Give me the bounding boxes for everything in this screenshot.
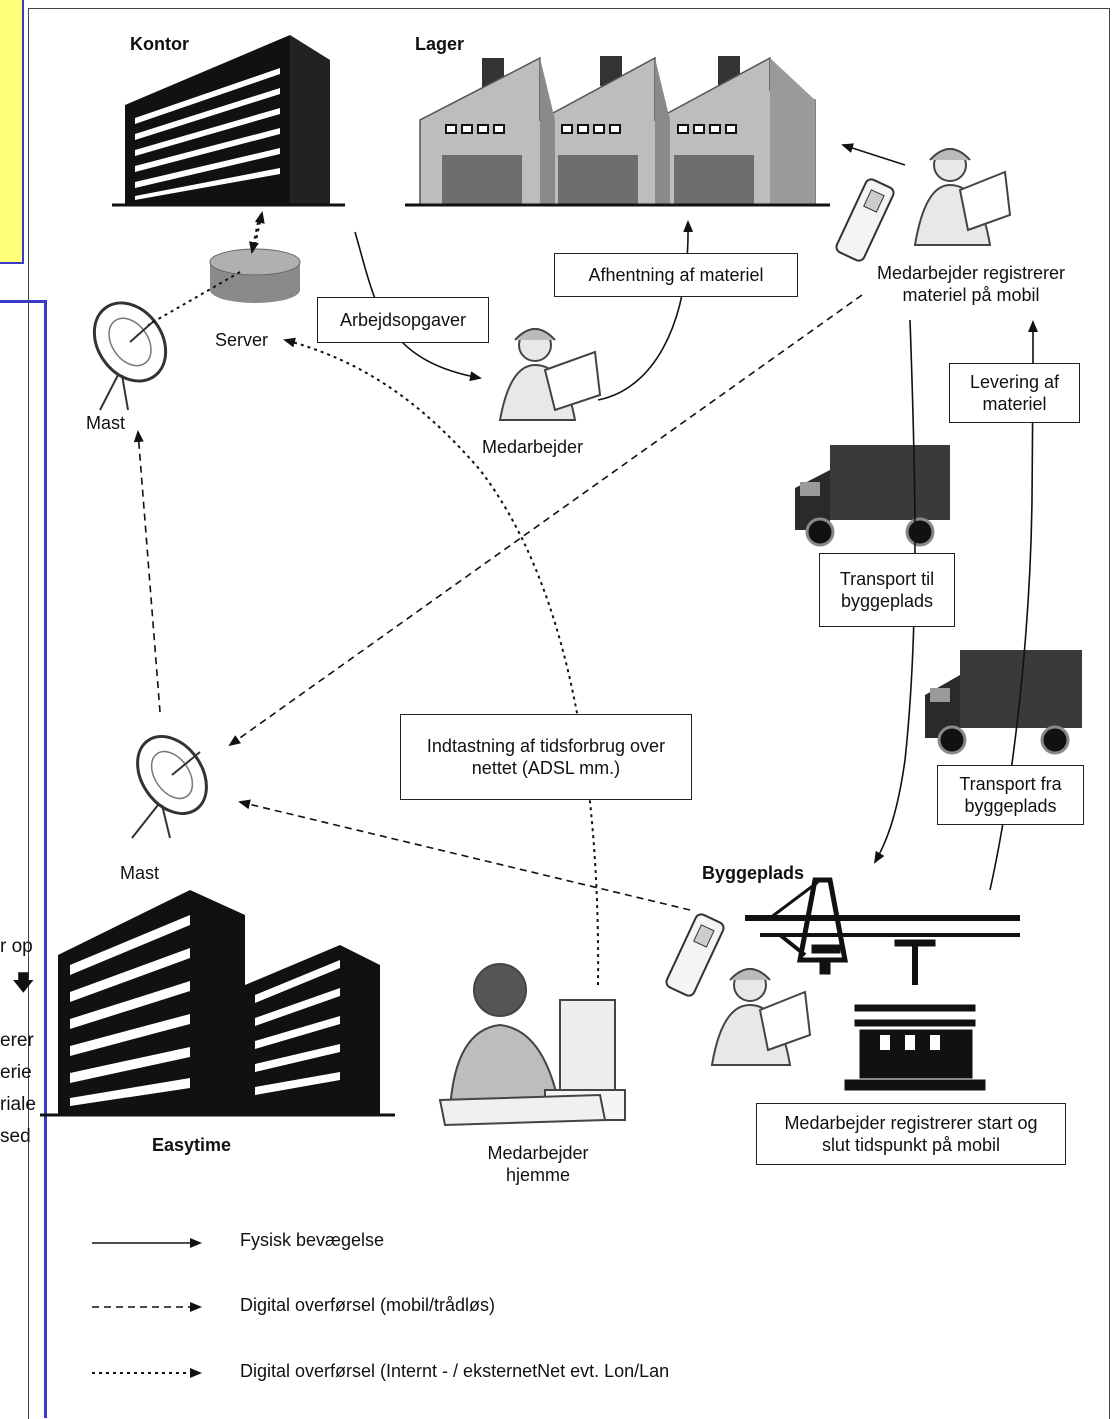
solid-arrow bbox=[873, 319, 916, 864]
indtastning-box: Indtastning af tidsforbrug over nettet (… bbox=[400, 714, 692, 800]
transport-til-box: Transport til byggeplads bbox=[819, 553, 955, 627]
legend-physical: Fysisk bevægelse bbox=[240, 1230, 385, 1250]
solid-arrow bbox=[597, 220, 694, 401]
truck-icon bbox=[925, 650, 1082, 755]
left-cut-text-3: erie bbox=[0, 1062, 32, 1083]
medarbejder-registrerer-materiel-label: Medarbejder registrerer materiel på mobi… bbox=[876, 263, 1066, 305]
arbejdsopgaver-box: Arbejdsopgaver bbox=[317, 297, 489, 343]
dashed-arrow bbox=[238, 799, 691, 911]
mast-top-label: Mast bbox=[86, 413, 126, 433]
transport-fra-box: Transport fra byggeplads bbox=[937, 765, 1084, 825]
left-cut-text-4: riale bbox=[0, 1094, 36, 1115]
registrerer-start-box: Medarbejder registrerer start og slut ti… bbox=[756, 1103, 1066, 1165]
satellite-dish-icon bbox=[131, 735, 208, 839]
medarbejder-label: Medarbejder bbox=[482, 437, 584, 457]
mobile-phone-icon bbox=[835, 178, 895, 262]
worker-icon bbox=[913, 148, 1012, 246]
left-blue-panel bbox=[0, 300, 47, 1418]
left-cut-text-5: sed bbox=[0, 1126, 31, 1147]
computer-user-icon bbox=[438, 963, 626, 1127]
dotted-arrow bbox=[249, 221, 259, 254]
worker-icon bbox=[710, 968, 812, 1066]
legend-digital-internet: Digital overførsel (Internt - / eksterne… bbox=[240, 1361, 670, 1381]
crane-icon bbox=[745, 877, 1020, 1091]
easytime-buildings-icon bbox=[40, 890, 395, 1117]
afhentning-box: Afhentning af materiel bbox=[554, 253, 798, 297]
down-arrow-icon: 🡇 bbox=[12, 970, 35, 995]
dashed-arrow bbox=[133, 430, 161, 713]
kontor-label: Kontor bbox=[130, 34, 189, 54]
easytime-label: Easytime bbox=[152, 1135, 232, 1155]
levering-box: Levering af materiel bbox=[949, 363, 1080, 423]
mobile-phone-icon bbox=[665, 913, 725, 997]
legend-digital-mobile: Digital overførsel (mobil/trådløs) bbox=[240, 1295, 496, 1315]
dashed-arrow bbox=[228, 294, 863, 747]
byggeplads-label: Byggeplads bbox=[702, 863, 805, 883]
solid-arrow bbox=[841, 143, 906, 166]
office-building-icon bbox=[112, 35, 345, 207]
worker-icon bbox=[498, 328, 602, 421]
server-label: Server bbox=[215, 330, 269, 350]
diagram-frame bbox=[28, 8, 1110, 1419]
dotted-arrow bbox=[254, 211, 265, 246]
truck-icon bbox=[795, 445, 950, 547]
server-icon bbox=[209, 248, 301, 303]
left-cut-text-1: r op bbox=[0, 936, 33, 957]
left-yellow-panel bbox=[0, 0, 24, 264]
satellite-dish-icon bbox=[92, 301, 168, 411]
lager-label: Lager bbox=[415, 34, 465, 54]
left-cut-text-2: erer bbox=[0, 1030, 34, 1051]
warehouse-icon bbox=[405, 56, 830, 207]
mast-bottom-label: Mast bbox=[120, 863, 160, 883]
medarbejder-hjemme-label: Medarbejder hjemme bbox=[487, 1143, 589, 1185]
